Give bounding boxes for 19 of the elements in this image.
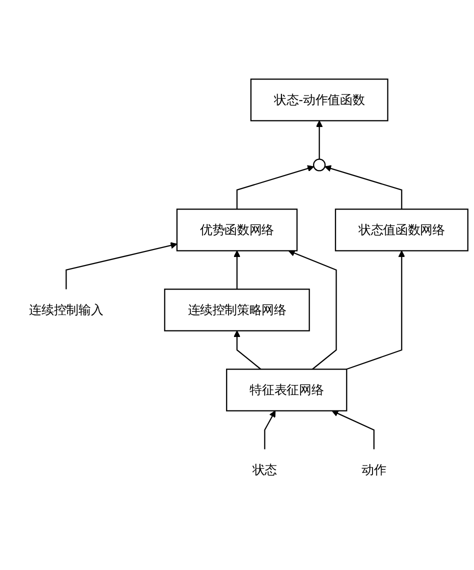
arrow (264, 410, 276, 450)
node-box: 连续控制策略网络 (164, 288, 310, 332)
node-circle (312, 158, 326, 172)
node-text: 状态 (252, 462, 278, 477)
arrow (234, 330, 262, 370)
node-text: 连续控制输入 (29, 302, 104, 317)
node-box: 优势函数网络 (176, 208, 298, 252)
node-text: 动作 (362, 462, 386, 477)
arrow (346, 250, 406, 370)
node-box: 状态-动作值函数 (250, 78, 388, 122)
arrow (316, 120, 323, 160)
node-box: 状态值函数网络 (334, 208, 468, 252)
arrow (324, 165, 402, 210)
arrow (234, 250, 240, 290)
arrow (332, 410, 375, 450)
node-box: 特征表征网络 (226, 368, 348, 412)
arrow (288, 250, 337, 370)
arrow (236, 165, 314, 210)
arrow (66, 242, 178, 290)
